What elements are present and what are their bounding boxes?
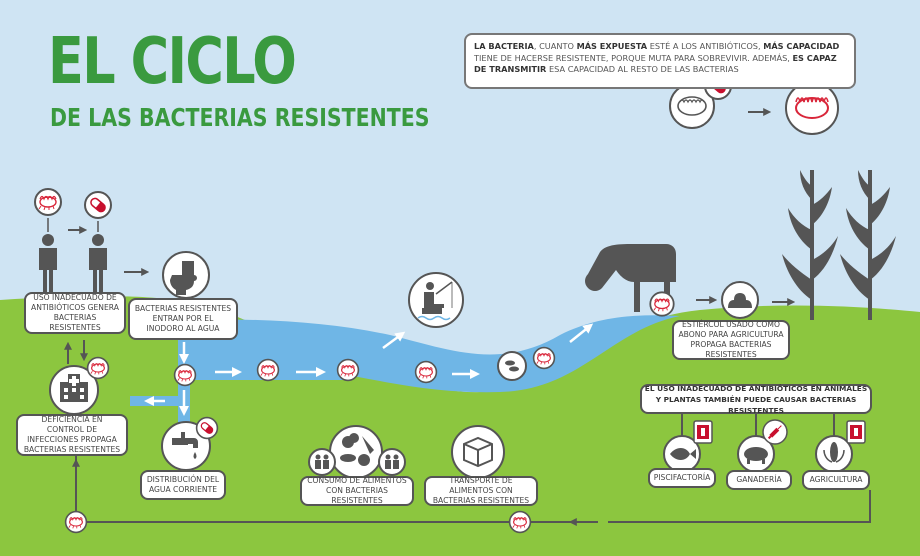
fish-bubble-icon bbox=[497, 351, 527, 381]
step-tap-box: DISTRIBUCIÓN DEL AGUA CORRIENTE bbox=[140, 470, 226, 500]
vegetables-icon bbox=[329, 425, 383, 479]
manure-icon bbox=[721, 281, 759, 319]
step-toilet-box: BACTERIAS RESISTENTES ENTRAN POR EL INOD… bbox=[128, 298, 238, 340]
bottom-bacteria-left bbox=[64, 510, 88, 534]
water-bacteria-1 bbox=[256, 358, 280, 382]
corn-icon-1 bbox=[782, 170, 838, 320]
cow-icon bbox=[585, 244, 676, 312]
intro-text-box: LA BACTERIA, CUANTO MÁS EXPUESTA ESTÉ A … bbox=[464, 33, 856, 89]
page-title: EL CICLO bbox=[48, 25, 297, 99]
tap-pill-icon bbox=[195, 416, 219, 440]
step-misuse-box: USO INADECUADO DE ANTIBIÓTICOS GENERA BA… bbox=[24, 292, 126, 334]
water-area bbox=[190, 315, 680, 393]
box-icon bbox=[451, 425, 505, 479]
hospital-icon bbox=[49, 365, 99, 415]
corn-icon-2 bbox=[840, 170, 896, 320]
pipe-bacteria-1 bbox=[173, 363, 197, 387]
step-manure-box: ESTIÉRCOL USADO COMO ABONO PARA AGRICULT… bbox=[672, 320, 790, 360]
intro-bacteria-resistant bbox=[785, 81, 839, 135]
step-animals-plants-box: EL USO INADECUADO DE ANTIBIÓTICOS EN ANI… bbox=[640, 384, 872, 415]
livestock-label: GANADERÍA bbox=[726, 470, 792, 490]
step-deficiency-box: DEFICIENCIA EN CONTROL DE INFECCIONES PR… bbox=[16, 414, 128, 456]
fisherman-icon bbox=[408, 272, 464, 328]
bottom-bacteria-right bbox=[508, 510, 532, 534]
page-subtitle: DE LAS BACTERIAS RESISTENTES bbox=[50, 103, 430, 132]
person-bacteria-icon bbox=[34, 188, 62, 216]
medicine-bottle-icon-1 bbox=[693, 420, 713, 444]
person-icon-2 bbox=[89, 234, 107, 292]
fish-farm-label: PISCIFACTORÍA bbox=[648, 468, 716, 488]
step-transport-box: TRANSPORTE DE ALIMENTOS CON BACTERIAS RE… bbox=[424, 476, 538, 506]
person-icon-1 bbox=[39, 234, 57, 292]
syringe-icon bbox=[762, 419, 788, 445]
hospital-bacteria-icon bbox=[86, 356, 110, 380]
step-consumption-box: CONSUMO DE ALIMENTOS CON BACTERIAS RESIS… bbox=[300, 476, 414, 506]
water-bacteria-3 bbox=[414, 360, 438, 384]
people-group-icon-left bbox=[308, 448, 336, 476]
cow-bacteria-icon bbox=[649, 291, 675, 317]
toilet-icon bbox=[162, 251, 210, 299]
agriculture-label: AGRICULTURA bbox=[802, 470, 870, 490]
water-bacteria-4 bbox=[532, 346, 556, 370]
person-pill-icon bbox=[84, 191, 112, 219]
water-bacteria-2 bbox=[336, 358, 360, 382]
people-group-icon-right bbox=[378, 448, 406, 476]
medicine-bottle-icon-2 bbox=[846, 420, 866, 444]
